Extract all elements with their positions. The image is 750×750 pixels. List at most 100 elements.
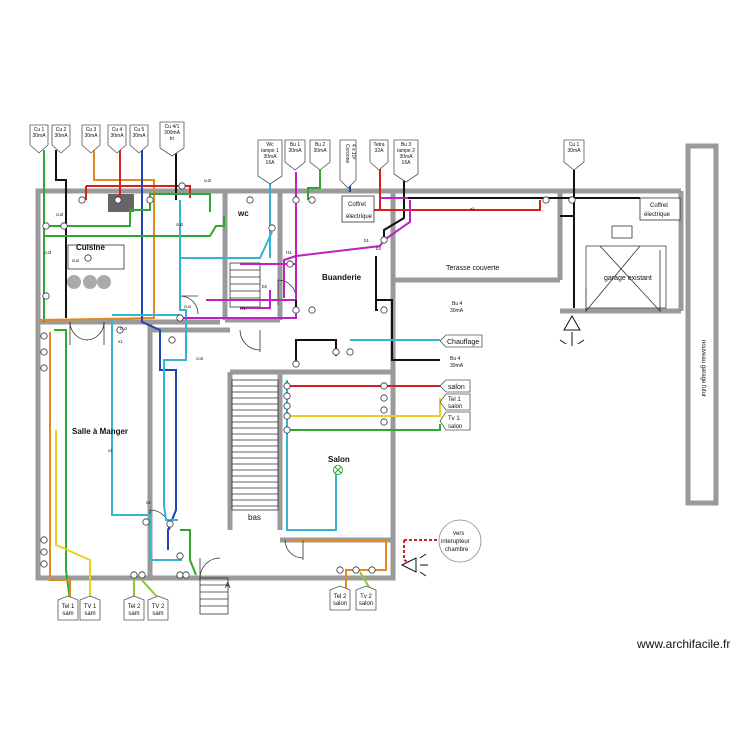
outlet-icon	[286, 260, 294, 268]
svg-text:interupteur: interupteur	[441, 539, 470, 545]
outlet-icon	[168, 336, 176, 344]
svg-text:cu2: cu2	[204, 178, 212, 183]
svg-text:30mA: 30mA	[54, 133, 68, 139]
svg-text:30mA: 30mA	[399, 154, 413, 160]
wires	[39, 150, 640, 601]
svg-text:Cu 5: Cu 5	[134, 127, 145, 133]
outlet-icon	[380, 306, 388, 314]
svg-text:Cu 4/1: Cu 4/1	[165, 124, 180, 130]
outlet-icon	[40, 364, 48, 372]
svg-text:Cu 3: Cu 3	[86, 127, 97, 133]
svg-text:30mA: 30mA	[110, 133, 124, 139]
svg-text:H1: H1	[286, 250, 292, 255]
svg-text:cu1: cu1	[120, 326, 128, 331]
svg-text:lampe 1: lampe 1	[261, 148, 279, 154]
svg-text:Tel 2: Tel 2	[128, 604, 141, 610]
entrance-marker: A	[225, 581, 231, 590]
outlet-icon	[176, 552, 184, 560]
outlet-icon	[283, 426, 291, 434]
svg-text:b2: b2	[262, 284, 268, 289]
room-label-garage: garage existant	[604, 275, 652, 282]
electric-panel-left-label-1: Coffret	[348, 202, 366, 208]
svg-text:co2: co2	[196, 356, 204, 361]
tag-tv1-salon-2: salon	[448, 424, 462, 430]
svg-text:16A: 16A	[266, 160, 276, 166]
electric-panel-right-label-1: Coffret	[650, 203, 668, 209]
svg-text:Tetra: Tetra	[373, 142, 384, 148]
electric-panel-right	[639, 197, 681, 221]
room-label-wc: wc	[237, 209, 249, 218]
outlet-icon	[84, 254, 92, 262]
svg-text:30mA: 30mA	[132, 133, 146, 139]
outlet-icon	[368, 566, 376, 574]
outlet-icon	[380, 394, 388, 402]
svg-text:cu3: cu3	[56, 212, 64, 217]
outlet-icon	[60, 222, 68, 230]
ceiling-light-garage-icon	[559, 314, 585, 346]
svg-text:TV 1: TV 1	[84, 604, 97, 610]
small-labels: cu2 cu3 cu3 cu1 cu2 cu1 cu1 x1 b1 b3 H1 …	[44, 178, 382, 505]
outlet-icon	[283, 382, 291, 390]
outlet-icon	[176, 314, 184, 322]
svg-text:cu2: cu2	[176, 222, 184, 227]
note-bu4-top-2: 30mA	[450, 308, 464, 314]
room-label-cuisine: Cuisine	[76, 243, 105, 252]
outlet-icon	[40, 560, 48, 568]
outlet-icon	[178, 182, 186, 190]
svg-text:lampe 2: lampe 2	[397, 148, 415, 154]
outlet-icon	[336, 566, 344, 574]
outlet-icon	[40, 548, 48, 556]
outlet-icon	[182, 571, 190, 579]
room-label-buanderie: Buanderie	[322, 273, 362, 282]
outlet-icon	[176, 571, 184, 579]
outlet-icon	[292, 196, 300, 204]
outlet-icon	[308, 196, 316, 204]
outlet-icon	[40, 348, 48, 356]
svg-text:Tel 2: Tel 2	[334, 594, 347, 600]
svg-text:Bu 1: Bu 1	[290, 142, 301, 148]
svg-text:300mA: 300mA	[164, 130, 181, 136]
svg-text:Cu 1: Cu 1	[569, 142, 580, 148]
outlet-icon	[292, 306, 300, 314]
tag-tv1-salon-1: Tv 1	[448, 416, 460, 422]
svg-text:30mA: 30mA	[84, 133, 98, 139]
svg-text:Cu 1: Cu 1	[34, 127, 45, 133]
credit-link[interactable]: www.archifacile.fr	[637, 637, 731, 651]
outlet-icon	[380, 382, 388, 390]
svg-text:s1: s1	[146, 500, 151, 505]
outlet-icon	[283, 402, 291, 410]
outlet-icon	[332, 348, 340, 356]
tag-salon: salon	[448, 384, 465, 391]
electric-panel-left	[341, 195, 375, 223]
outlet-icon	[346, 348, 354, 356]
outlet-icon	[138, 571, 146, 579]
svg-text:30mA: 30mA	[288, 148, 302, 154]
svg-text:Cu 2: Cu 2	[56, 127, 67, 133]
svg-text:sam: sam	[128, 611, 139, 617]
svg-text:sam: sam	[62, 611, 73, 617]
svg-text:cu3: cu3	[44, 250, 52, 255]
electric-panel-right-label-2: électrique	[644, 212, 671, 218]
outlet-icon	[40, 536, 48, 544]
svg-text:sam: sam	[152, 611, 163, 617]
room-label-nouveau-garage: nouveau garage futur	[700, 340, 706, 397]
note-bu4-top-1: Bu 4	[452, 301, 463, 307]
kitchen-fixtures	[67, 194, 633, 289]
outlet-icon	[142, 518, 150, 526]
svg-text:cu1: cu1	[72, 258, 80, 263]
note-vers-interrupteur: vers interupteur chambre	[438, 519, 482, 563]
svg-text:b3: b3	[376, 246, 382, 251]
svg-text:salon: salon	[359, 601, 373, 607]
outlet-icon	[146, 196, 154, 204]
